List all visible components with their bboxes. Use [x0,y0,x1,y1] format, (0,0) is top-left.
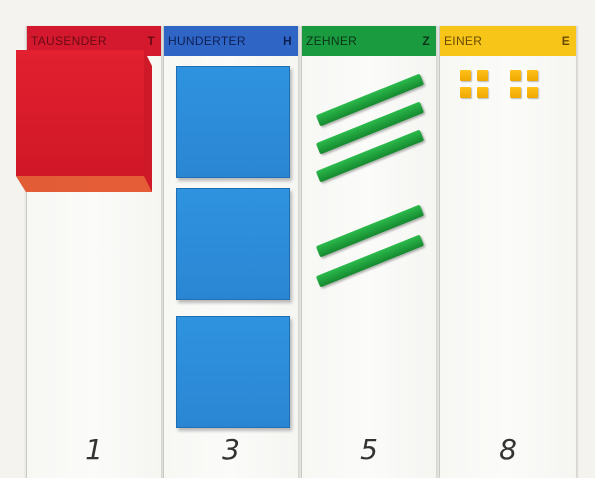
unit-cube [460,70,471,81]
unit-cube [510,87,521,98]
column-title: EINER [444,34,482,48]
column-hunderter: HUNDERTER H 3 [163,26,299,478]
unit-cube [527,87,538,98]
hundred-flat [176,316,290,428]
column-digit: 1 [27,433,161,466]
thousand-cube [12,48,156,194]
column-digit: 8 [440,433,576,466]
column-letter: H [283,34,292,48]
column-letter: E [562,34,570,48]
unit-cube [510,70,521,81]
column-digit: 3 [164,433,298,466]
column-header-hunderter: HUNDERTER H [164,26,298,56]
hundred-flat [176,66,290,178]
unit-cube [460,87,471,98]
column-einer: EINER E 8 [439,26,577,478]
column-letter: T [147,34,155,48]
column-letter: Z [422,34,430,48]
unit-cube [477,70,488,81]
column-zehner: ZEHNER Z 5 [301,26,437,478]
hundred-flat [176,188,290,300]
column-title: ZEHNER [306,34,357,48]
unit-cube [477,87,488,98]
column-header-zehner: ZEHNER Z [302,26,436,56]
column-title: HUNDERTER [168,34,246,48]
column-header-einer: EINER E [440,26,576,56]
column-digit: 5 [302,433,436,466]
column-title: TAUSENDER [31,34,107,48]
unit-cube [527,70,538,81]
